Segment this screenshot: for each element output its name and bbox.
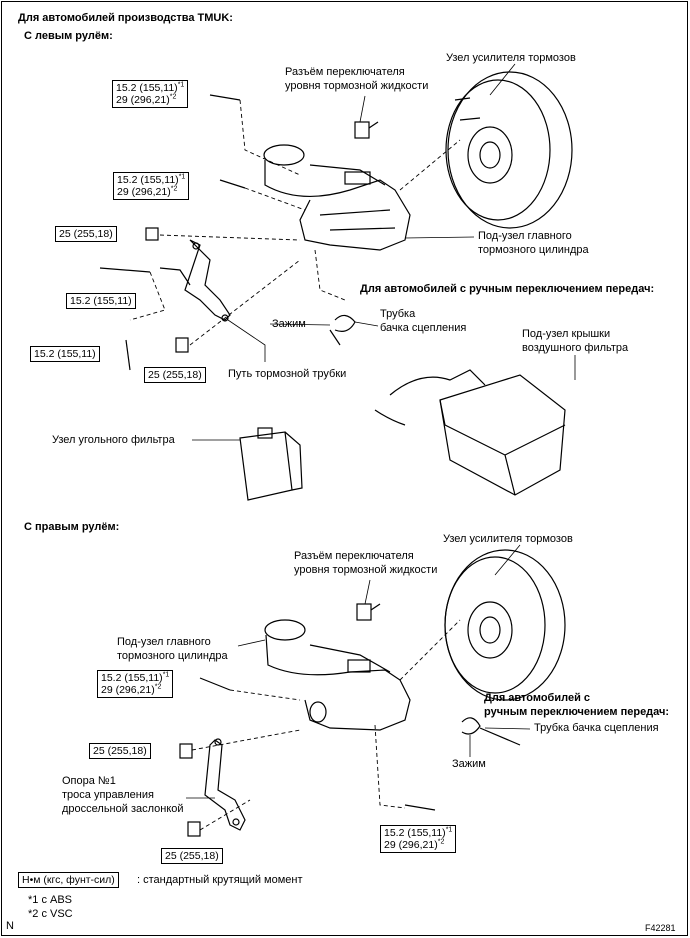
label-manual-note-rhd-2: ручным переключением передач: — [484, 706, 670, 718]
torque-value: 15.2 (155,11) — [101, 672, 163, 684]
label-clutch-tube-lhd-2: бачка сцепления — [380, 322, 467, 334]
torque-box-lhd-6: 25 (255,18) — [144, 367, 206, 383]
torque-box-rhd-1: 15.2 (155,11)*1 29 (296,21)*2 — [97, 670, 174, 698]
bolts-rhd — [179, 677, 436, 837]
label-manual-note-rhd-1: Для автомобилей с — [484, 692, 591, 704]
throttle-cable-support — [204, 738, 246, 831]
leader-lines-lhd — [192, 63, 576, 441]
torque-box-rhd-4: 25 (255,18) — [161, 848, 223, 864]
title-tmuk: Для автомобилей производства TMUK: — [18, 12, 233, 24]
label-fluid-switch-lhd-2: уровня тормозной жидкости — [285, 80, 429, 92]
torque-value: 15.2 (155,11) — [34, 348, 96, 360]
footnote-mark: *2 — [170, 185, 178, 193]
brake-booster-lhd — [445, 71, 573, 229]
label-clamp-lhd: Зажим — [272, 318, 306, 330]
footnote-mark: *1 — [178, 173, 186, 181]
label-air-filter-1: Под-узел крышки — [522, 328, 611, 340]
label-brake-route: Путь тормозной трубки — [228, 368, 347, 380]
label-booster-lhd: Узел усилителя тормозов — [446, 52, 576, 64]
torque-value: 29 (296,21) — [384, 839, 438, 851]
legend-note-2: *2 с VSC — [28, 908, 73, 920]
label-master-cyl-rhd-2: тормозного цилиндра — [117, 650, 228, 662]
brake-booster-rhd — [444, 549, 566, 701]
footnote-mark: *1 — [445, 826, 453, 834]
torque-value: 29 (296,21) — [101, 684, 155, 696]
footnote-mark: *1 — [162, 671, 170, 679]
figure-code: F42281 — [645, 923, 676, 933]
label-support-3: дроссельной заслонкой — [62, 803, 184, 815]
footnote-mark: *1 — [177, 81, 185, 89]
bolts-lhd — [99, 94, 246, 371]
torque-value: 29 (296,21) — [116, 94, 170, 106]
torque-value: 15.2 (155,11) — [70, 295, 132, 307]
guide-lines-lhd — [129, 99, 461, 346]
legend-unit-text: : стандартный крутящий момент — [137, 874, 303, 886]
torque-box-lhd-4: 15.2 (155,11) — [66, 293, 136, 309]
torque-box-lhd-5: 15.2 (155,11) — [30, 346, 100, 362]
label-master-cyl-lhd-2: тормозного цилиндра — [478, 244, 589, 256]
brake-pipe-bracket-lhd — [159, 239, 231, 322]
fluid-switch-connector-lhd — [354, 121, 379, 139]
corner-mark: N — [6, 920, 14, 932]
guide-lines-rhd — [191, 619, 461, 831]
torque-box-lhd-1: 15.2 (155,11)*1 29 (296,21)*2 — [112, 80, 189, 108]
heading-rhd: С правым рулём: — [24, 521, 120, 533]
label-booster-rhd: Узел усилителя тормозов — [443, 533, 573, 545]
torque-value: 25 (255,18) — [93, 745, 147, 757]
torque-value: 15.2 (155,11) — [116, 82, 178, 94]
label-support-1: Опора №1 — [62, 775, 116, 787]
label-master-cyl-rhd-1: Под-узел главного — [117, 636, 211, 648]
fluid-switch-connector-rhd — [356, 603, 381, 621]
air-filter-lhd — [374, 369, 566, 496]
torque-value: 25 (255,18) — [59, 228, 113, 240]
torque-value: 15.2 (155,11) — [117, 174, 179, 186]
footnote-mark: *2 — [437, 838, 445, 846]
torque-value: 25 (255,18) — [148, 369, 202, 381]
charcoal-canister — [239, 427, 303, 501]
master-cylinder-rhd — [264, 619, 411, 731]
label-fluid-switch-lhd-1: Разъём переключателя — [285, 66, 405, 78]
legend-unit-box: Н•м (кгс, фунт-сил) — [18, 872, 119, 888]
torque-box-lhd-2: 15.2 (155,11)*1 29 (296,21)*2 — [113, 172, 190, 200]
label-canister: Узел угольного фильтра — [52, 434, 175, 446]
master-cylinder-lhd — [263, 144, 411, 251]
legend-unit: Н•м (кгс, фунт-сил) — [22, 874, 115, 886]
footnote-mark: *2 — [154, 683, 162, 691]
clamp-lhd — [329, 314, 356, 346]
torque-box-rhd-2: 25 (255,18) — [89, 743, 151, 759]
torque-value: 25 (255,18) — [165, 850, 219, 862]
leader-lines-rhd — [186, 544, 531, 799]
label-fluid-switch-rhd-2: уровня тормозной жидкости — [294, 564, 438, 576]
torque-value: 29 (296,21) — [117, 186, 171, 198]
label-master-cyl-lhd-1: Под-узел главного — [478, 230, 572, 242]
label-clutch-tube-lhd-1: Трубка — [380, 308, 416, 320]
label-air-filter-2: воздушного фильтра — [522, 342, 629, 354]
legend-note-1: *1 с ABS — [28, 894, 73, 906]
torque-box-lhd-3: 25 (255,18) — [55, 226, 117, 242]
torque-box-rhd-3: 15.2 (155,11)*1 29 (296,21)*2 — [380, 825, 457, 853]
label-clutch-tube-rhd: Трубка бачка сцепления — [534, 722, 659, 734]
label-clamp-rhd: Зажим — [452, 758, 486, 770]
torque-value: 15.2 (155,11) — [384, 827, 446, 839]
heading-lhd: С левым рулём: — [24, 30, 113, 42]
clamp-rhd — [461, 717, 521, 746]
footnote-mark: *2 — [169, 93, 177, 101]
label-manual-note-lhd: Для автомобилей с ручным переключением п… — [360, 283, 655, 295]
label-support-2: троса управления — [62, 789, 154, 801]
label-fluid-switch-rhd-1: Разъём переключателя — [294, 550, 414, 562]
